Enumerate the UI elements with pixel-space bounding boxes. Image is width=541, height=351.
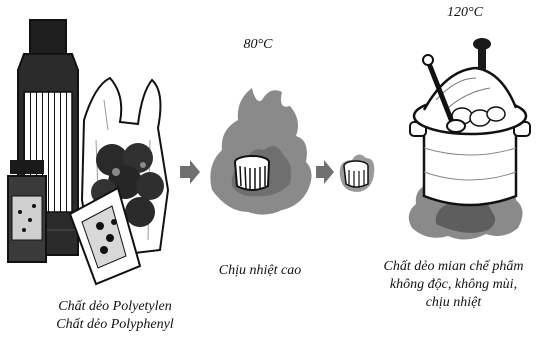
deformed-cap-icon xyxy=(340,154,375,192)
stage3-caption: Chất dẻo mian chế phẩm không độc, không … xyxy=(366,258,541,312)
bottle-cap-icon xyxy=(235,156,269,190)
caption-non-toxic: không độc, không mùi, xyxy=(366,276,541,294)
temperature-label-80: 80°C xyxy=(238,36,278,54)
temperature-label-120: 120°C xyxy=(440,4,490,22)
caption-polyphenyl: Chất dẻo Polyphenyl xyxy=(20,316,210,334)
caption-heat-resistant: chịu nhiệt xyxy=(366,294,541,312)
caption-melamine-product: Chất dẻo mian chế phẩm xyxy=(366,258,541,276)
arrow-right-icon xyxy=(180,160,200,184)
small-jar-icon xyxy=(8,160,46,262)
cooking-pot-illustration xyxy=(409,38,530,240)
caption-polyetylen: Chất dẻo Polyetylen xyxy=(20,298,210,316)
stage1-caption: Chất dẻo Polyetylen Chất dẻo Polyphenyl xyxy=(20,298,210,334)
stage2-caption: Chịu nhiệt cao xyxy=(200,262,320,280)
plastic-containers-illustration xyxy=(8,20,168,284)
arrow-right-icon xyxy=(316,160,334,184)
flame-with-cap-illustration xyxy=(210,88,311,215)
